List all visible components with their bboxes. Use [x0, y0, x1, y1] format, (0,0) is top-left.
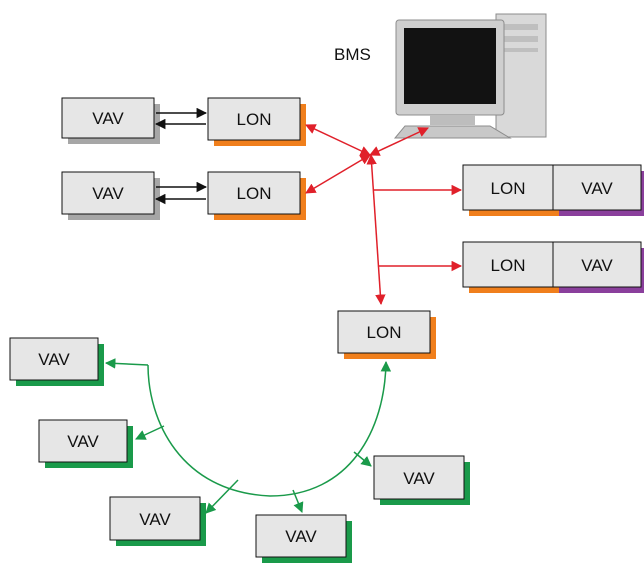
bms-computer: BMS	[334, 13, 547, 139]
ring-tap-vav-3	[205, 479, 239, 514]
lon-box-ring: LON	[337, 310, 436, 359]
right-node-2: LON VAV	[462, 241, 644, 293]
lon-bus	[305, 124, 463, 306]
ring-vav-2: VAV	[38, 419, 133, 468]
lon-label-right-1: LON	[491, 179, 526, 198]
vav-label-right-1: VAV	[581, 179, 613, 198]
left-node-1: VAV LON	[61, 97, 306, 146]
bus-trunk	[366, 153, 386, 306]
ring-vav-5: VAV	[373, 455, 470, 505]
ring-vav-4: VAV	[255, 514, 352, 563]
lon-label-left-1: LON	[237, 110, 272, 129]
lon-label-ring: LON	[367, 323, 402, 342]
ring-vav-1: VAV	[9, 337, 104, 386]
left-node-2: VAV LON	[61, 171, 306, 220]
ring-arc	[147, 360, 392, 497]
bms-label: BMS	[334, 45, 371, 64]
vav-label-right-2: VAV	[581, 256, 613, 275]
ring-tap-vav-1	[104, 358, 149, 369]
vav-box-left-1: VAV	[61, 97, 160, 144]
ring-vav-label-3: VAV	[139, 510, 171, 529]
ring-tap-vav-2	[135, 425, 165, 440]
vav-box-right-2: VAV	[552, 241, 642, 288]
ring-vav-label-1: VAV	[38, 350, 70, 369]
right-node-1: LON VAV	[462, 164, 644, 216]
vav-box-right-1: VAV	[552, 164, 642, 211]
bus-link-bms	[369, 127, 429, 156]
lon-box-right-2: LON	[462, 241, 554, 288]
bus-link-left-2	[305, 154, 371, 194]
bus-link-left-1	[305, 124, 371, 156]
lon-box-left-1: LON	[207, 97, 306, 146]
computer-icon	[393, 13, 547, 139]
lon-box-left-2: LON	[207, 171, 306, 220]
vav-label-left-1: VAV	[92, 109, 124, 128]
ring-vav-label-5: VAV	[403, 469, 435, 488]
ring-vav-label-4: VAV	[285, 527, 317, 546]
ring-network	[104, 358, 392, 514]
lon-label-right-2: LON	[491, 256, 526, 275]
vav-box-left-2: VAV	[61, 171, 160, 220]
ring-tap-vav-4	[292, 489, 304, 513]
lon-box-right-1: LON	[462, 164, 554, 211]
vav-label-left-2: VAV	[92, 184, 124, 203]
ring-tap-vav-5	[353, 451, 372, 467]
lon-label-left-2: LON	[237, 184, 272, 203]
ring-vav-label-2: VAV	[67, 432, 99, 451]
ring-vav-3: VAV	[109, 496, 206, 546]
